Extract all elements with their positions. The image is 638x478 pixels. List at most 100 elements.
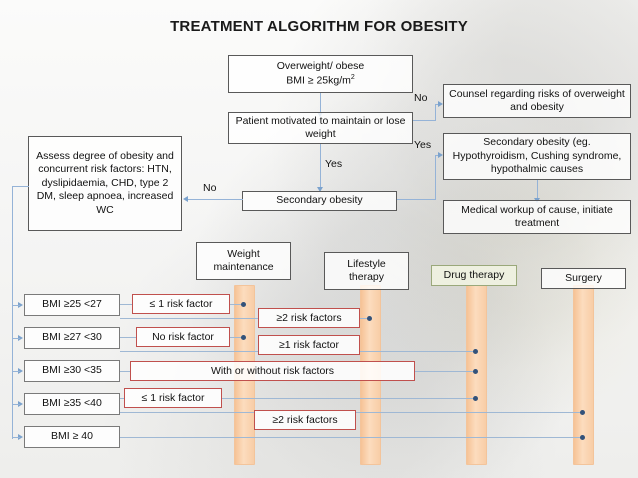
risk-label-ge1-row2-text: ≥1 risk factor bbox=[278, 339, 340, 351]
node-assess-obesity: Assess degree of obesity and concurrent … bbox=[28, 136, 182, 231]
edge-secondary-to-causes-v bbox=[435, 155, 436, 200]
edge-rail-bmi-1 bbox=[12, 305, 20, 306]
edge-rf5-to-col3 bbox=[415, 371, 476, 372]
node-medical-workup-label: Medical workup of cause, initiate treatm… bbox=[461, 203, 613, 229]
edge-bmi5-to-col4 bbox=[120, 437, 583, 438]
edge-bmi2-to-rf4 bbox=[120, 351, 258, 352]
risk-label-none-row2: No risk factor bbox=[136, 327, 230, 347]
node-lifestyle-therapy-label: Lifestyle therapy bbox=[347, 257, 386, 283]
arrow-right-causes bbox=[438, 151, 443, 158]
node-counsel-risks-label: Counsel regarding risks of overweight an… bbox=[449, 87, 625, 113]
node-bmi-25-27: BMI ≥25 <27 bbox=[24, 294, 120, 316]
edge-assess-rail-h bbox=[12, 186, 29, 187]
node-weight-maintenance-label: Weight maintenance bbox=[213, 247, 274, 273]
edge-rf7-to-col4 bbox=[356, 412, 583, 413]
node-drug-therapy: Drug therapy bbox=[431, 265, 517, 286]
risk-label-ge2-row5-text: ≥2 risk factors bbox=[272, 414, 338, 426]
risk-label-ge1-row2: ≥1 risk factor bbox=[258, 335, 360, 355]
dot-col1-row1 bbox=[241, 301, 246, 307]
node-patient-motivated: Patient motivated to maintain or lose we… bbox=[228, 112, 413, 144]
dot-col2-row1 bbox=[367, 315, 372, 321]
node-overweight-line2: BMI ≥ 25kg/m2 bbox=[286, 73, 355, 87]
edge-bmi3-to-rf5 bbox=[120, 371, 130, 372]
edge-motivated-to-secondary bbox=[320, 144, 321, 187]
dot-col3-row2 bbox=[473, 348, 478, 354]
edge-secondary-to-causes-h bbox=[396, 199, 435, 200]
node-bmi-40-plus: BMI ≥ 40 bbox=[24, 426, 120, 448]
arrow-right-counsel bbox=[438, 100, 443, 107]
edge-rf3-to-col1 bbox=[230, 337, 244, 338]
risk-label-le1-row1: ≤ 1 risk factor bbox=[132, 294, 230, 314]
node-secondary-causes-label: Secondary obesity (eg. Hypothyroidism, C… bbox=[452, 136, 622, 176]
edge-assess-rail-v bbox=[12, 186, 13, 439]
dot-col3-row4 bbox=[473, 395, 478, 401]
node-counsel-risks: Counsel regarding risks of overweight an… bbox=[443, 84, 631, 118]
risk-label-with-or-without-text: With or without risk factors bbox=[210, 365, 335, 377]
node-surgery-label: Surgery bbox=[565, 271, 602, 284]
risk-label-none-row2-text: No risk factor bbox=[152, 331, 214, 343]
edge-rail-bmi-4 bbox=[12, 404, 20, 405]
arrow-left-assess bbox=[183, 195, 188, 202]
node-bmi-35-40-label: BMI ≥35 <40 bbox=[42, 397, 102, 410]
node-bmi-40-plus-label: BMI ≥ 40 bbox=[51, 430, 93, 443]
risk-label-le1-row4-text: ≤ 1 risk factor bbox=[141, 392, 205, 404]
edge-motivated-to-counsel-h bbox=[413, 120, 435, 121]
node-weight-maintenance: Weight maintenance bbox=[196, 242, 291, 280]
node-overweight-line1: Overweight/ obese bbox=[276, 60, 365, 73]
node-bmi-30-35: BMI ≥30 <35 bbox=[24, 360, 120, 382]
edge-label-yes-down: Yes bbox=[325, 158, 343, 170]
node-secondary-obesity: Secondary obesity bbox=[242, 191, 397, 211]
arrow-right-bmi-4 bbox=[18, 400, 23, 407]
edge-rf2-to-col2 bbox=[360, 318, 370, 319]
node-surgery: Surgery bbox=[541, 268, 626, 289]
node-bmi-30-35-label: BMI ≥30 <35 bbox=[42, 364, 102, 377]
arrow-down-secondary bbox=[317, 187, 323, 192]
edge-rf1-to-col1 bbox=[230, 304, 244, 305]
node-bmi-35-40: BMI ≥35 <40 bbox=[24, 393, 120, 415]
node-overweight-obese: Overweight/ obese BMI ≥ 25kg/m2 bbox=[228, 55, 413, 93]
dot-col3-row3 bbox=[473, 368, 478, 374]
page-title: TREATMENT ALGORITHM FOR OBESITY bbox=[170, 18, 468, 35]
risk-label-le1-row4: ≤ 1 risk factor bbox=[124, 388, 222, 408]
risk-label-le1-row1-text: ≤ 1 risk factor bbox=[149, 298, 213, 310]
node-bmi-27-30: BMI ≥27 <30 bbox=[24, 327, 120, 349]
node-drug-therapy-label: Drug therapy bbox=[443, 268, 505, 281]
arrow-right-bmi-5 bbox=[18, 433, 23, 440]
edge-motivated-to-counsel-v bbox=[435, 104, 436, 121]
edge-rail-bmi-3 bbox=[12, 371, 20, 372]
dot-col4-row5 bbox=[580, 434, 585, 440]
edge-rf6-to-col3 bbox=[222, 398, 476, 399]
dot-col1-row2 bbox=[241, 334, 246, 340]
edge-rf4-to-col3 bbox=[360, 351, 476, 352]
edge-bmi1-to-rf2 bbox=[120, 318, 258, 319]
edge-bmi2-to-rf3 bbox=[120, 337, 136, 338]
node-secondary-obesity-label: Secondary obesity bbox=[276, 194, 363, 207]
risk-label-with-or-without: With or without risk factors bbox=[130, 361, 415, 381]
arrow-right-bmi-3 bbox=[18, 367, 23, 374]
risk-label-ge2-row5: ≥2 risk factors bbox=[254, 410, 356, 430]
column-drug-therapy bbox=[466, 285, 487, 465]
edge-bmi4-to-rf6 bbox=[120, 398, 124, 399]
node-patient-motivated-label: Patient motivated to maintain or lose we… bbox=[235, 114, 406, 140]
arrow-right-bmi-1 bbox=[18, 301, 23, 308]
node-lifestyle-therapy: Lifestyle therapy bbox=[324, 252, 409, 290]
arrow-right-bmi-2 bbox=[18, 334, 23, 341]
edge-causes-to-workup bbox=[537, 180, 538, 198]
node-assess-obesity-label: Assess degree of obesity and concurrent … bbox=[36, 149, 174, 216]
edge-rail-bmi-5 bbox=[12, 437, 20, 438]
edge-rail-bmi-2 bbox=[12, 338, 20, 339]
edge-secondary-to-assess bbox=[188, 199, 243, 200]
edge-bmi1-to-rf1 bbox=[120, 304, 132, 305]
edge-overweight-to-motivated bbox=[320, 93, 321, 112]
risk-label-ge2-row1: ≥2 risk factors bbox=[258, 308, 360, 328]
node-medical-workup: Medical workup of cause, initiate treatm… bbox=[443, 200, 631, 234]
risk-label-ge2-row1-text: ≥2 risk factors bbox=[276, 312, 342, 324]
node-bmi-25-27-label: BMI ≥25 <27 bbox=[42, 298, 102, 311]
edge-bmi4-to-rf7 bbox=[120, 412, 254, 413]
node-secondary-causes: Secondary obesity (eg. Hypothyroidism, C… bbox=[443, 133, 631, 180]
edge-label-no-left: No bbox=[203, 182, 217, 194]
edge-label-no-top: No bbox=[414, 92, 428, 104]
dot-col4-row4 bbox=[580, 409, 585, 415]
node-bmi-27-30-label: BMI ≥27 <30 bbox=[42, 331, 102, 344]
